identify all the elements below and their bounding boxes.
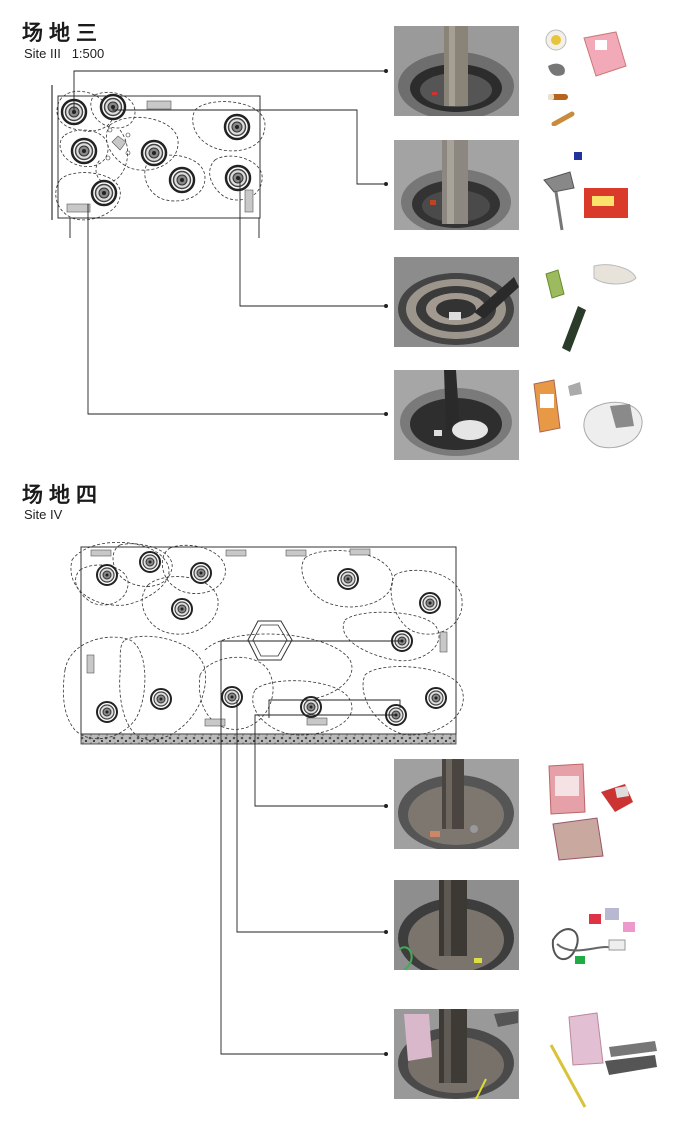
site4-title-en: Site IV <box>24 507 63 522</box>
site3-tree-pit-photo-4 <box>394 370 519 460</box>
site3-title-en: Site III 1:500 <box>24 46 104 61</box>
site4-tree-pit-photo-1 <box>394 759 519 849</box>
site4-trash-items-1 <box>545 762 670 862</box>
site3-trash-items-2 <box>540 148 665 248</box>
site3-plan <box>51 85 266 238</box>
site4-trash-items-2 <box>545 900 670 1000</box>
site3-label: Site III <box>24 46 61 61</box>
site4-plan <box>62 542 464 745</box>
site3-title-cn: 场地三 <box>22 20 103 45</box>
site3-leader-dots <box>384 69 388 416</box>
site4-leader-dots <box>384 804 388 1056</box>
site4-trash-items-3 <box>545 1009 670 1109</box>
site4-title-cn: 场地四 <box>22 482 103 507</box>
site4-leader-lines <box>220 640 402 1055</box>
site4-tree-pit-photo-2 <box>394 880 519 970</box>
site3-tree-pit-photo-3 <box>394 257 519 347</box>
site3-trees <box>60 93 252 207</box>
site3-leader-lines <box>73 70 385 415</box>
site3-tree-pit-photo-1 <box>394 26 519 116</box>
site3-trash-items-1 <box>540 26 665 126</box>
site3-scale: 1:500 <box>71 46 105 61</box>
site3-trash-items-4 <box>530 376 655 476</box>
site4-tree-pit-photo-3 <box>394 1009 519 1099</box>
site3-tree-pit-photo-2 <box>394 140 519 230</box>
site3-trash-items-3 <box>540 262 665 362</box>
